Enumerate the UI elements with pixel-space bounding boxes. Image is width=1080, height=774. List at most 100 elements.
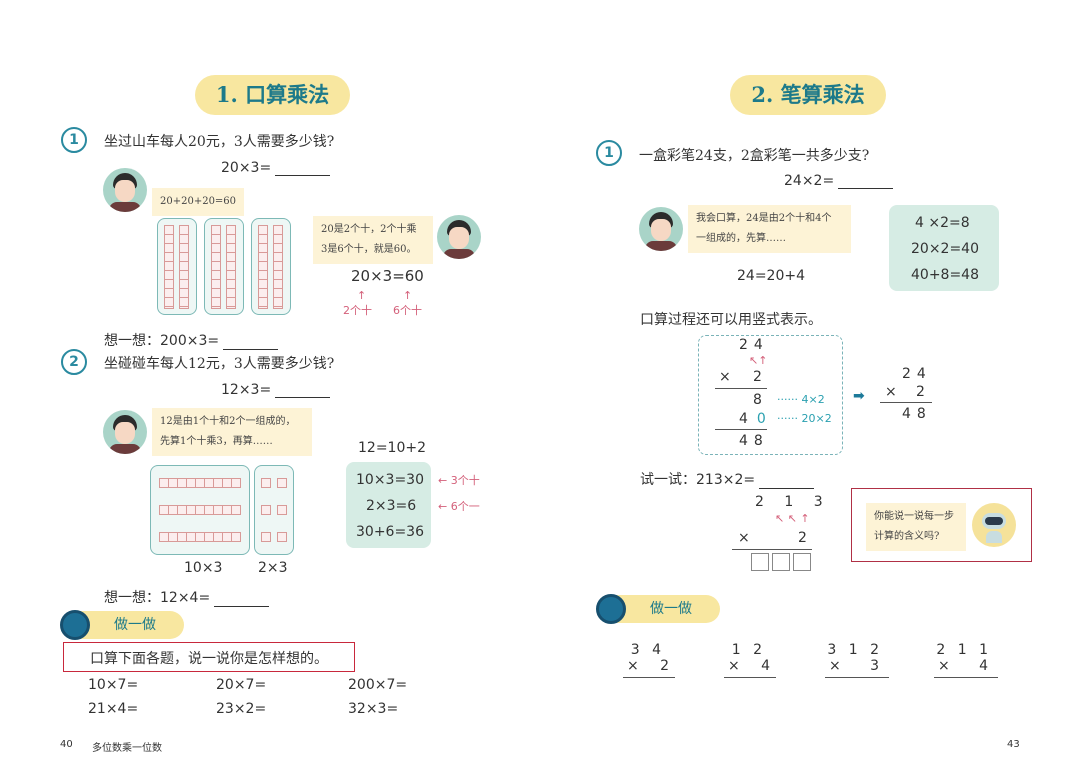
times-sign: ×: [627, 658, 639, 674]
try-equation: 试一试：213×2=: [640, 469, 815, 489]
do-icon: [60, 610, 90, 640]
try-multiplicand: 2 1 3: [755, 494, 831, 510]
bubble-line: 先算1个十乘3，再算……: [160, 436, 273, 447]
steps-box-r: 4 ×2=8 20×2=40 40+8=48: [889, 205, 999, 291]
vertical-process-box: 24 ↖↑ × 2 8 4 0 48 ······ 4×2 ······ 20×…: [698, 335, 843, 455]
answer-blank[interactable]: [759, 475, 815, 489]
split-equation: 12=10+2: [358, 440, 426, 456]
partial-product-1: 8: [753, 392, 762, 408]
divider: [724, 677, 776, 678]
step-3: 30+6=36: [356, 524, 424, 540]
arrows-icon: ↖ ↖ ↑: [775, 512, 810, 525]
ex-mult: 4: [761, 658, 770, 674]
answer-blank[interactable]: [275, 162, 331, 176]
divider: [825, 677, 889, 678]
exercise: 20×7=: [216, 677, 267, 693]
boy-avatar-r: [639, 207, 683, 251]
equation-text: 24×2=: [784, 173, 835, 189]
step-2: 20×2=40: [911, 241, 979, 257]
ones-cubes-group: [254, 465, 294, 555]
ex-top: 2 1 1: [936, 642, 992, 658]
robot-avatar: [972, 503, 1016, 547]
times-sign: ×: [829, 658, 841, 674]
boy-speech-bubble-2: 12是由1个十和2个一组成的， 先算1个十乘3，再算……: [152, 408, 312, 456]
exercise-vertical: 2 1 1× 4: [934, 642, 998, 678]
lesson-title-left: 1. 口算乘法: [195, 75, 350, 115]
compact-product: 48: [902, 406, 932, 422]
do-icon: [596, 594, 626, 624]
ex-mult: 2: [660, 658, 669, 674]
partial-digit: 4: [739, 411, 748, 427]
do-section-label-left: 做一做: [74, 611, 184, 639]
vertical-intro: 口算过程还可以用竖式表示。: [640, 312, 822, 328]
bubble-line: 一组成的，先算……: [696, 233, 786, 244]
exercise: 200×7=: [348, 677, 408, 693]
times-sign: ×: [728, 658, 740, 674]
steps-box: 10×3=30 2×3=6 30+6=36: [346, 462, 431, 548]
note-20x2: ······ 20×2: [777, 412, 832, 425]
step-1: 10×3=30: [356, 472, 424, 488]
tens-rods-group: [150, 465, 250, 555]
arrow-up-icon: ↑: [357, 289, 367, 302]
times-sign: ×: [938, 658, 950, 674]
lesson-title-right: 2. 笔算乘法: [730, 75, 886, 115]
exercise: 23×2=: [216, 701, 267, 717]
divider: [715, 388, 767, 389]
step-3: 40+8=48: [911, 267, 979, 283]
step-2: 2×3=6: [366, 498, 417, 514]
answer-blank[interactable]: [275, 384, 331, 398]
question-r1-text: 一盒彩笔24支，2盒彩笔一共多少支?: [639, 148, 870, 164]
tens-group-3: [251, 218, 291, 315]
multiplicand: 24: [739, 337, 769, 353]
divider: [934, 677, 998, 678]
boy-avatar-2: [103, 410, 147, 454]
try-text: 试一试：213×2=: [640, 472, 756, 488]
think-1: 想一想：200×3=: [104, 330, 279, 350]
bubble-line: 12是由1个十和2个一组成的，: [160, 416, 296, 427]
answer-box[interactable]: [751, 553, 769, 571]
result-equation: 20×3=60: [351, 267, 424, 285]
multiplier: 2: [753, 369, 762, 385]
question-2-text: 坐碰碰车每人12元，3人需要多少钱?: [104, 356, 335, 372]
label-6-tens: 6个十: [393, 304, 422, 317]
arrow-up-icon: ↑: [403, 289, 413, 302]
bubble-line: 3是6个十，就是60。: [321, 244, 417, 255]
answer-box[interactable]: [793, 553, 811, 571]
ex-top: 1 2: [731, 642, 766, 658]
answer-blank[interactable]: [214, 593, 270, 607]
boy-avatar: [103, 168, 147, 212]
bubble-line: 计算的含义吗?: [874, 531, 940, 542]
times-sign: ×: [885, 384, 897, 400]
label-2-tens: 2个十: [343, 304, 372, 317]
arrows-icon: ↖↑: [749, 354, 768, 367]
step-label-1: ← 3个十: [438, 474, 480, 487]
partial-product-2: 4 0: [739, 411, 766, 427]
label-text: 6个一: [450, 500, 480, 513]
exercise: 32×3=: [348, 701, 399, 717]
label-text: 3个十: [450, 474, 480, 487]
tens-group-2: [204, 218, 244, 315]
question-r1-equation: 24×2=: [784, 173, 894, 189]
caption-ones: 2×3: [258, 560, 288, 576]
times-sign: ×: [719, 369, 731, 385]
step-1: 4 ×2=8: [915, 215, 970, 231]
split-equation-r: 24=20+4: [737, 268, 805, 284]
question-number-1: 1: [61, 127, 87, 153]
chapter-footer: 多位数乘一位数: [92, 743, 162, 754]
question-number-r1: 1: [596, 140, 622, 166]
robot-speech-bubble: 你能说一说每一步计算的含义吗?: [866, 503, 966, 551]
question-1-equation: 20×3=: [221, 160, 331, 176]
page-number-right: 43: [1007, 739, 1020, 750]
ex-mult: 3: [870, 658, 879, 674]
exercise: 10×7=: [88, 677, 139, 693]
caption-tens: 10×3: [184, 560, 223, 576]
ex-top: 3 4: [630, 642, 665, 658]
ex-mult: 4: [979, 658, 988, 674]
answer-blank[interactable]: [223, 336, 279, 350]
do-instruction: 口算下面各题，说一说你是怎样想的。: [63, 642, 355, 672]
robot-prompt-box: 你能说一说每一步计算的含义吗?: [851, 488, 1032, 562]
answer-blank[interactable]: [838, 175, 894, 189]
answer-box[interactable]: [772, 553, 790, 571]
think-2: 想一想：12×4=: [104, 587, 270, 607]
